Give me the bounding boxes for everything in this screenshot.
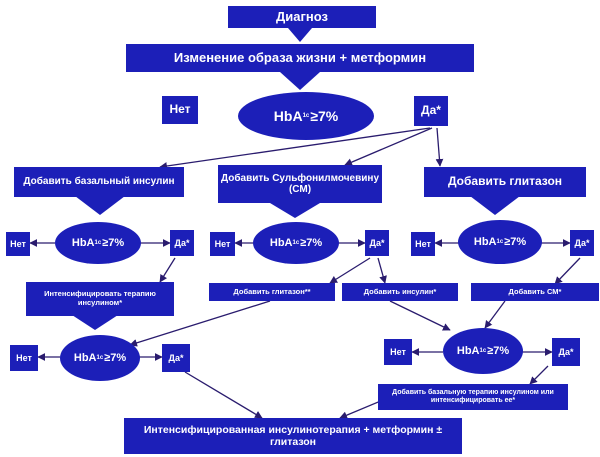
add-basal-insulin-box: Добавить базальный инсулин [14, 167, 184, 197]
hba-label: HbA [73, 352, 97, 364]
add-basal-insulin-label: Добавить базальный инсулин [23, 176, 175, 188]
hba-subscript: 1c [479, 348, 487, 354]
arrow-insulin-to-hba [389, 300, 451, 331]
lifestyle-metformin-label: Изменение образа жизни + метформин [173, 49, 427, 65]
hba-threshold: ≥7% [102, 237, 125, 249]
hba-threshold: ≥7% [300, 237, 323, 249]
add-su-label: Добавить СМ* [508, 286, 562, 296]
l1-no-label: Нет [10, 238, 26, 249]
hba-threshold: ≥7% [104, 352, 127, 364]
arrow-l2-insulin [377, 257, 387, 284]
l1-yes-label: Да* [174, 237, 190, 248]
l3-yes-box: Да* [570, 230, 594, 256]
arrow-to-basal [159, 127, 431, 170]
down-arrow-basal [75, 196, 125, 215]
l5-yes-box: Да* [162, 344, 190, 372]
add-basal-or-intensify-label: Добавить базальную терапию инсулином или… [392, 388, 554, 404]
lifestyle-metformin-box: Изменение образа жизни + метформин [126, 44, 474, 72]
hba-threshold: ≥7% [487, 345, 510, 357]
add-sulfonylurea-label: Добавить Сульфонилмочевину (СМ) [220, 172, 380, 196]
add-su-box: Добавить СМ* [471, 283, 599, 301]
down-arrow-glitazone [470, 196, 520, 215]
down-arrow-lifestyle [280, 72, 320, 90]
add-insulin-label: Добавить инсулин* [363, 286, 437, 296]
diagnosis-box: Диагноз [228, 6, 376, 28]
l2-no-label: Нет [214, 238, 231, 249]
add-glitazone-l2-label: Добавить глитазон** [233, 286, 311, 296]
arrow-to-su [344, 127, 433, 166]
top-no-box: Нет [162, 96, 198, 124]
hba-label: HbA [473, 236, 497, 248]
add-glitazone-l2-box: Добавить глитазон** [209, 283, 335, 301]
add-basal-or-intensify-box: Добавить базальную терапию инсулином или… [378, 384, 568, 410]
down-arrow-su [270, 203, 320, 218]
hba-subscript: 1c [496, 239, 504, 245]
top-yes-box: Да* [414, 96, 448, 126]
l1-yes-box: Да* [170, 230, 194, 256]
l4-yes-box: Да* [552, 338, 580, 366]
l3-no-box: Нет [411, 232, 435, 256]
l3-yes-label: Да* [574, 237, 590, 248]
hba-threshold: ≥7% [310, 108, 339, 124]
arrow-l3-su [554, 257, 581, 285]
l5-no-box: Нет [10, 345, 38, 371]
arrow-l1-intensify [159, 257, 176, 283]
l2-yes-label: Да* [369, 237, 385, 248]
l2-no-box: Нет [210, 232, 235, 256]
diagnosis-label: Диагноз [276, 8, 328, 24]
add-insulin-box: Добавить инсулин* [342, 283, 458, 301]
hba-subscript: 1c [302, 113, 310, 119]
arrow-su-to-hba [484, 300, 506, 329]
l4-no-box: Нет [384, 339, 412, 365]
down-arrow-intensify [72, 315, 118, 330]
hba-subscript: 1c [94, 240, 102, 246]
final-therapy-label: Интенсифицированная инсулинотерапия + ме… [143, 423, 443, 448]
hba-label: HbA [71, 237, 95, 249]
hba-subscript: 1c [96, 355, 104, 361]
add-glitazone-box: Добавить глитазон [424, 167, 586, 197]
down-arrow-diagnosis [288, 28, 312, 42]
arrow-to-glitazone [435, 127, 444, 167]
arrow-to-final-left [184, 371, 263, 419]
hba-threshold: ≥7% [504, 236, 527, 248]
l3-no-label: Нет [415, 238, 431, 249]
l4-yes-label: Да* [558, 346, 574, 357]
intensify-insulin-label: Интенсифицировать терапию инсулином* [44, 289, 156, 307]
add-glitazone-label: Добавить глитазон [447, 174, 563, 189]
arrow-l2-glitazone [329, 257, 371, 284]
hba-label: HbA [273, 108, 303, 124]
top-yes-label: Да* [421, 103, 441, 118]
top-no-label: Нет [169, 102, 191, 117]
l2-yes-box: Да* [365, 230, 389, 256]
hba-label: HbA [456, 345, 480, 357]
arrow-glitazone-to-hba [129, 300, 271, 347]
add-sulfonylurea-box: Добавить Сульфонилмочевину (СМ) [218, 165, 382, 203]
l4-no-label: Нет [390, 346, 406, 357]
l5-no-label: Нет [16, 352, 32, 363]
arrow-l4-basal [529, 365, 549, 385]
hba-label: HbA [269, 237, 293, 249]
intensify-insulin-box: Интенсифицировать терапию инсулином* [26, 282, 174, 316]
final-therapy-box: Интенсифицированная инсулинотерапия + ме… [124, 418, 462, 454]
l5-yes-label: Да* [168, 352, 184, 363]
hba-subscript: 1c [292, 240, 300, 246]
l1-no-box: Нет [6, 232, 30, 256]
